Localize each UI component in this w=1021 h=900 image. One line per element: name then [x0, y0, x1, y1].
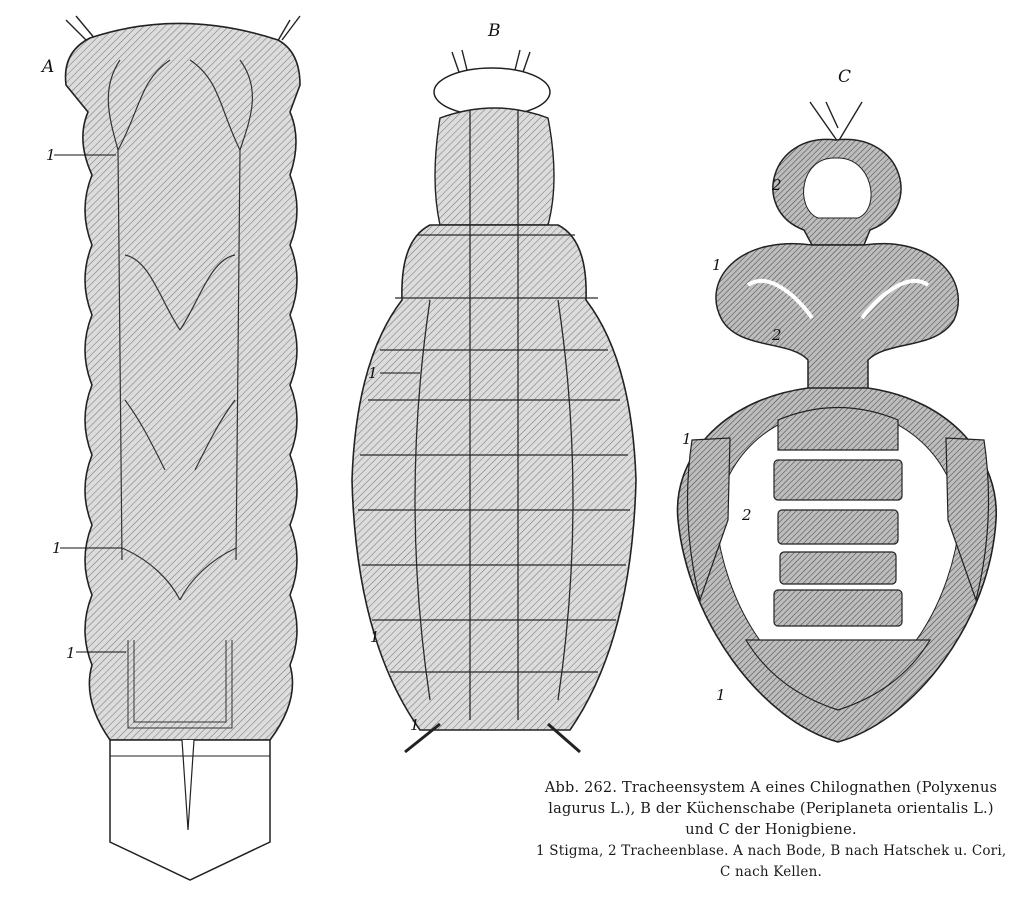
panel-b-drawing — [352, 50, 636, 752]
label-stigma-a2: 1 — [52, 539, 62, 557]
label-stigma-c1: 1 — [712, 256, 722, 274]
label-stigma-b3: 1 — [410, 716, 420, 734]
panel-a-body — [66, 23, 301, 740]
caption-line-3: und C der Honigbiene. — [536, 820, 1006, 841]
panel-c-thorax-sac — [716, 244, 958, 390]
label-stigma-a1: 1 — [46, 146, 56, 164]
caption-line-4: 1 Stigma, 2 Tracheenblase. A nach Bode, … — [536, 841, 1006, 862]
panel-b-thorax — [435, 108, 554, 225]
label-stigma-b1: 1 — [368, 364, 378, 382]
caption-line-2: lagurus L.), B der Küchenschabe (Peripla… — [536, 799, 1006, 820]
panel-c-drawing — [677, 102, 996, 742]
label-stigma-b2: 1 — [370, 628, 380, 646]
label-sac-c2: 2 — [771, 326, 782, 344]
caption-line-1: Abb. 262. Tracheensystem A eines Chilogn… — [536, 778, 1006, 799]
label-stigma-a3: 1 — [66, 644, 76, 662]
label-stigma-c2: 1 — [682, 430, 692, 448]
label-sac-c1: 2 — [771, 176, 782, 194]
caption-line-5: C nach Kellen. — [536, 862, 1006, 883]
panel-label-b: B — [487, 21, 501, 41]
panel-a-drawing — [54, 16, 300, 880]
panel-b-body — [352, 225, 636, 730]
panel-label-a: A — [40, 57, 54, 77]
panel-label-c: C — [838, 67, 851, 87]
label-sac-c3: 2 — [741, 506, 752, 524]
label-stigma-c3: 1 — [716, 686, 726, 704]
panel-c-abdominal-sacs — [774, 408, 902, 627]
figure-caption: Abb. 262. Tracheensystem A eines Chilogn… — [536, 778, 1006, 883]
